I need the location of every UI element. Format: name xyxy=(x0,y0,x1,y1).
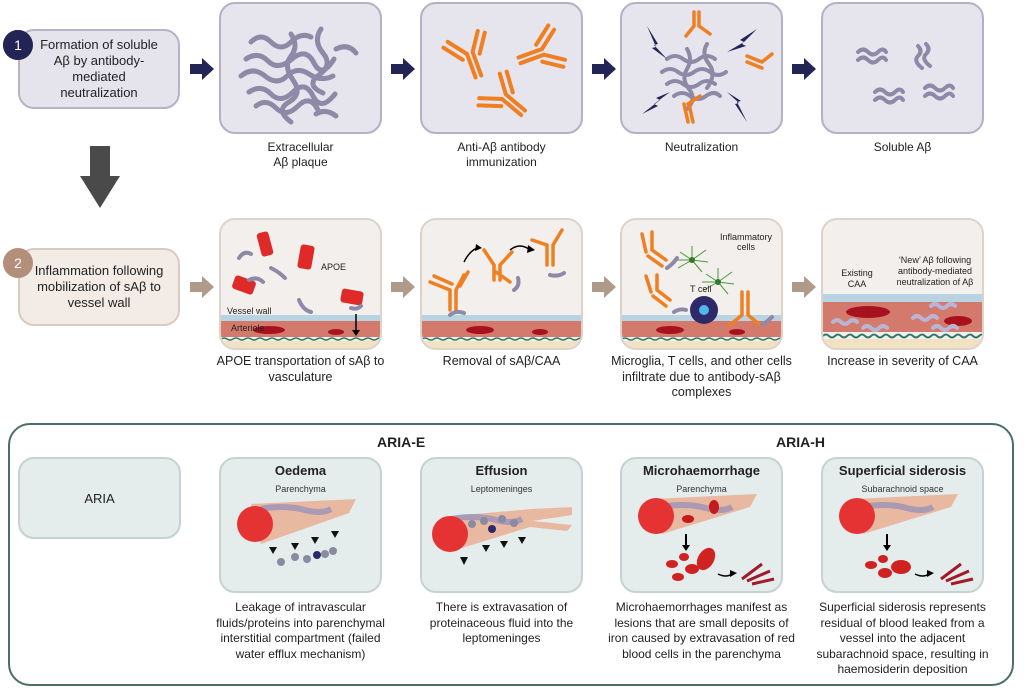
microhaemorrhage-description: Microhaemorrhages manifest as lesions th… xyxy=(608,600,795,661)
antibody-caption: Anti-Aβ antibody immunization xyxy=(457,140,546,169)
arrow-right-icon xyxy=(592,276,616,298)
antibody-panel xyxy=(420,2,583,134)
soluble-abeta-panel xyxy=(821,2,984,134)
neutralization-panel xyxy=(620,2,783,134)
arrow-down-icon xyxy=(80,146,120,208)
aria-label-box: ARIA xyxy=(18,457,181,539)
effusion-description: There is extravasation of proteinaceous … xyxy=(429,600,574,645)
removal-illustration xyxy=(422,228,581,348)
vessel-effusion-icon xyxy=(432,507,572,565)
caa-severity-panel: Existing CAA ‘New’ Aβ following antibody… xyxy=(821,218,984,350)
microhaemorrhage-panel: Microhaemorrhage Parenchyma xyxy=(620,457,783,593)
vessel-leakage-icon xyxy=(237,499,356,566)
aria-h-heading: ARIA-H xyxy=(776,434,825,450)
step-2-title: Inflammation following mobilization of s… xyxy=(34,263,164,310)
vessel-wall-label: Vessel wall xyxy=(227,306,272,316)
superficial-siderosis-panel: Superficial siderosis Subarachnoid space xyxy=(821,457,984,593)
oedema-title: Oedema xyxy=(274,463,327,478)
neutralization-icon xyxy=(642,10,774,124)
step-2-box: Inflammation following mobilization of s… xyxy=(18,248,180,326)
apoe-caption: APOE transportation of sAβ to vasculatur… xyxy=(216,354,385,384)
arrow-right-icon xyxy=(391,58,415,80)
amyloid-plaque-icon xyxy=(238,26,359,125)
soluble-abeta-caption: Soluble Aβ xyxy=(873,140,932,154)
aria-e-heading: ARIA-E xyxy=(377,434,426,450)
effusion-panel: Effusion Leptomeninges xyxy=(420,457,583,593)
removal-caption: Removal of sAβ/CAA xyxy=(442,354,561,368)
caa-illustration xyxy=(823,294,982,348)
arrow-right-icon xyxy=(792,276,816,298)
aria-frame xyxy=(8,423,1014,686)
microglia-icon xyxy=(676,246,735,295)
apoe-panel: APOE Vessel wall Arteriole xyxy=(219,218,382,350)
superficial-siderosis-subtitle: Subarachnoid space xyxy=(861,484,944,494)
inflammation-caption: Microglia, T cells, and other cells infi… xyxy=(611,354,792,399)
step-1-badge-front: 1 xyxy=(3,30,33,60)
inflammation-panel: Inflammatory cells T cell xyxy=(620,218,783,350)
arrow-right-icon xyxy=(190,58,214,80)
existing-caa-label: Existing CAA xyxy=(841,268,873,289)
arrow-right-icon xyxy=(190,276,214,298)
oedema-description: Leakage of intravascular fluids/proteins… xyxy=(216,600,385,661)
new-abeta-label: ‘New’ Aβ following antibody-mediated neu… xyxy=(896,255,974,287)
inflammation-illustration xyxy=(622,230,781,348)
neutralization-caption: Neutralization xyxy=(664,140,739,154)
arrow-right-icon xyxy=(391,276,415,298)
apoe-label: APOE xyxy=(321,262,347,272)
arrow-right-icon xyxy=(792,58,816,80)
oedema-panel: Oedema Parenchyma xyxy=(219,457,382,593)
siderosis-icon xyxy=(839,494,974,586)
oedema-subtitle: Parenchyma xyxy=(275,484,326,494)
t-cell-label: T cell xyxy=(690,284,712,294)
plaque-panel xyxy=(219,2,382,134)
microhaemorrhage-title: Microhaemorrhage xyxy=(642,463,761,478)
superficial-siderosis-title: Superficial siderosis xyxy=(838,463,967,478)
antibody-icon xyxy=(441,23,568,118)
removal-panel xyxy=(420,218,583,350)
red-blood-cells-icon xyxy=(638,494,775,586)
vessel-illustration xyxy=(221,231,380,348)
soluble-abeta-icon xyxy=(856,42,955,105)
arrow-right-icon xyxy=(592,58,616,80)
caa-severity-caption: Increase in severity of CAA xyxy=(827,354,978,368)
microhaemorrhage-subtitle: Parenchyma xyxy=(676,484,727,494)
plaque-caption: Extracellular Aβ plaque xyxy=(267,140,334,169)
inflammatory-cells-label: Inflammatory cells xyxy=(719,232,772,252)
effusion-subtitle: Leptomeninges xyxy=(470,484,533,494)
superficial-siderosis-description: Superficial siderosis represents residua… xyxy=(816,600,989,676)
step-1-title: Formation of soluble Aβ by antibody-medi… xyxy=(40,37,158,100)
step-2-badge: 2 xyxy=(3,248,33,278)
step-1-box: Formation of soluble Aβ by antibody-medi… xyxy=(18,29,180,109)
effusion-title: Effusion xyxy=(475,463,528,478)
arteriole-label: Arteriole xyxy=(231,323,265,333)
